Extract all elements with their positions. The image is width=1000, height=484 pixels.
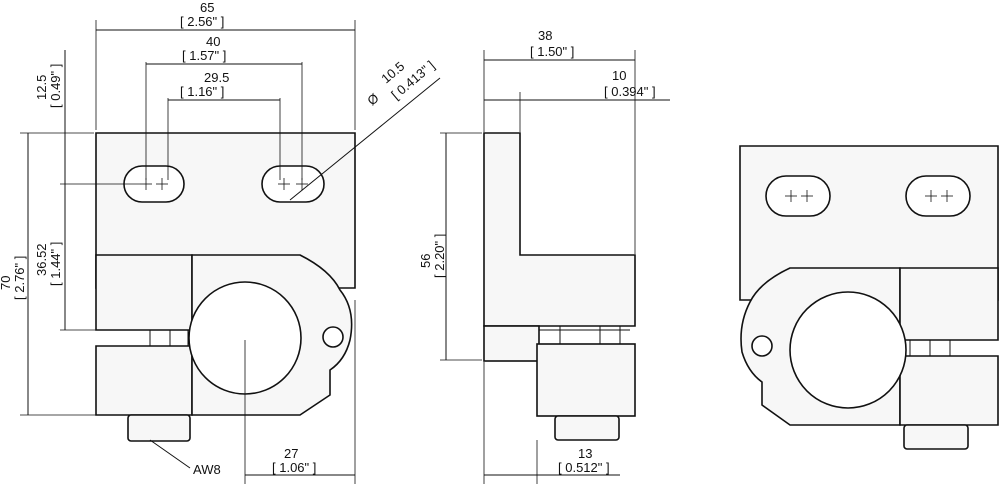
slot-right <box>261 165 325 203</box>
dim-12-5: 12.5 <box>34 75 49 100</box>
mirror-slot-left <box>765 175 831 217</box>
mirror-clamp-upper <box>899 267 999 341</box>
mirror-screw <box>903 424 969 450</box>
dim-70: 70 <box>0 276 13 290</box>
mirror-slot-marks <box>785 190 953 202</box>
mirrored-view <box>739 145 999 450</box>
mirror-slot-right <box>905 175 971 217</box>
dim-56-in: [ 2.20" ] <box>432 234 447 278</box>
dim-29-5-in: [ 1.16" ] <box>180 84 224 99</box>
dim-65: 65 <box>200 0 214 15</box>
dim-27: 27 <box>284 446 298 461</box>
side-plate <box>483 132 636 327</box>
front-clamp-lower <box>95 345 193 416</box>
dim-diameter-symbol: Ø <box>364 90 381 108</box>
mirror-bore <box>789 291 907 409</box>
dim-12-5-in: [ 0.49" ] <box>48 64 63 108</box>
dim-65-in: [ 2.56" ] <box>180 14 224 29</box>
side-clamp-lower <box>536 343 636 417</box>
dim-56: 56 <box>418 254 433 268</box>
dim-10: 10 <box>612 68 626 83</box>
dim-40-in: [ 1.57" ] <box>182 48 226 63</box>
side-view <box>483 132 636 441</box>
front-view <box>95 132 356 442</box>
mirror-pin <box>751 335 773 357</box>
front-screw <box>127 414 191 442</box>
dim-38: 38 <box>538 28 552 43</box>
side-screw <box>554 415 620 441</box>
mirror-clamp-lower <box>899 355 999 426</box>
dim-70-in: [ 2.76" ] <box>12 256 27 300</box>
dim-10-in: [ 0.394" ] <box>604 84 656 99</box>
front-clamp-upper <box>95 254 193 331</box>
front-pin <box>322 326 344 348</box>
side-base <box>483 325 540 362</box>
dim-36-52-in: [ 1.44" ] <box>48 242 63 286</box>
dim-36-52: 36.52 <box>34 243 49 276</box>
dim-13: 13 <box>578 446 592 461</box>
dim-29-5: 29.5 <box>204 70 229 85</box>
dim-40: 40 <box>206 34 220 49</box>
dim-27-in: [ 1.06" ] <box>272 460 316 475</box>
dim-38-in: [ 1.50" ] <box>530 44 574 59</box>
dim-13-in: [ 0.512" ] <box>558 460 610 475</box>
front-dimension-lines <box>20 20 441 484</box>
screw-label: AW8 <box>193 462 221 477</box>
side-dimension-lines <box>440 50 670 484</box>
